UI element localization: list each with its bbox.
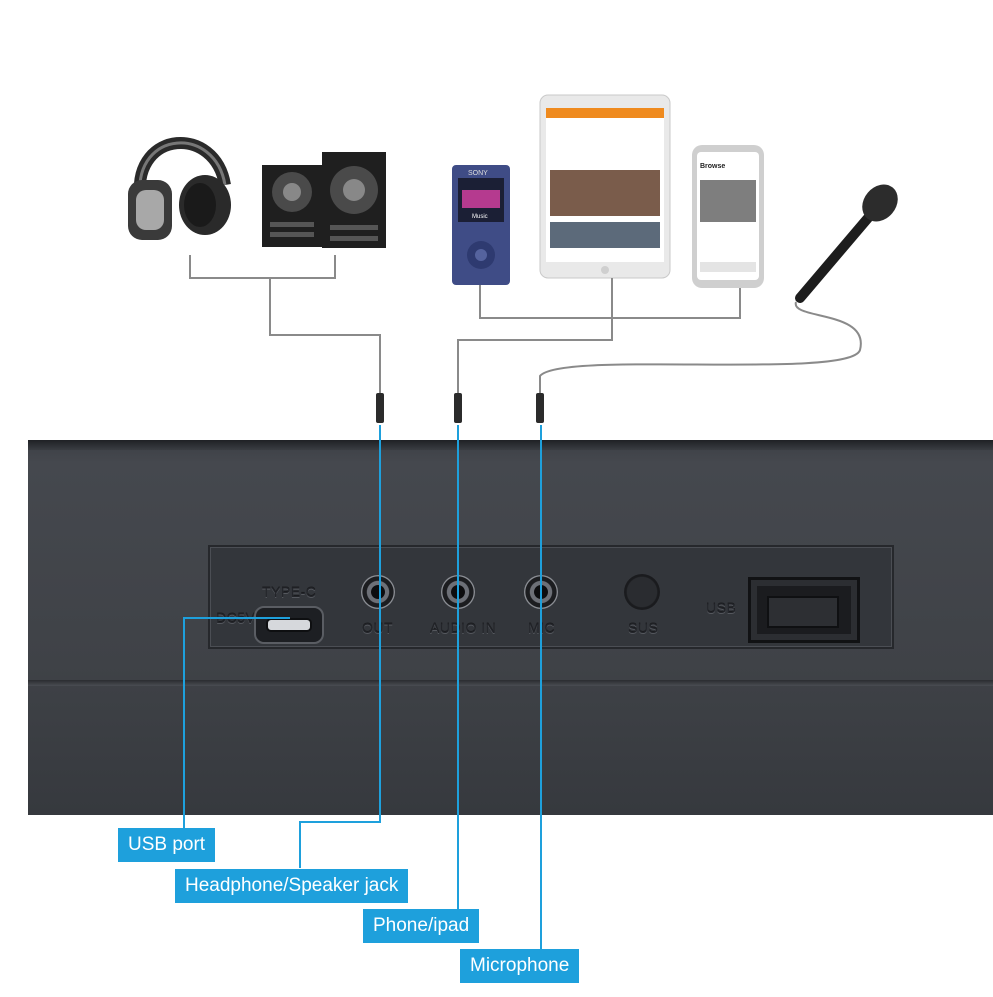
out-jack[interactable] <box>361 575 395 609</box>
type-c-label: TYPE-C <box>262 584 317 600</box>
keyboard-top-edge <box>28 440 993 450</box>
headphone-speaker-jack-callout: Headphone/Speaker jack <box>175 869 409 903</box>
microphone-callout: Microphone <box>460 949 580 983</box>
keyboard-ledge <box>28 680 993 686</box>
devices-illustration: SONY Music Browse <box>128 94 898 423</box>
audio-plugs <box>376 393 544 423</box>
mp3-player-icon: SONY Music <box>452 165 510 285</box>
tablet-icon <box>539 94 671 279</box>
speakers-icon <box>262 152 386 248</box>
smartphone-icon: Browse <box>692 145 764 288</box>
usb-port-callout: USB port <box>118 828 216 862</box>
audio-in-label: AUDIO IN <box>430 620 497 636</box>
sus-jack[interactable] <box>624 574 660 610</box>
player-brand: SONY <box>468 170 488 177</box>
sus-label: SUS <box>628 620 659 636</box>
phone-ipad-callout: Phone/ipad <box>363 909 480 943</box>
headphones-icon <box>128 136 231 240</box>
player-menu-label: Music <box>472 214 488 220</box>
microphone-icon <box>795 184 898 303</box>
cables <box>189 255 862 395</box>
out-label: OUT <box>362 620 394 636</box>
usb-a-slot <box>767 596 839 628</box>
usb-label: USB <box>706 600 737 616</box>
phone-header: Browse <box>700 163 725 170</box>
